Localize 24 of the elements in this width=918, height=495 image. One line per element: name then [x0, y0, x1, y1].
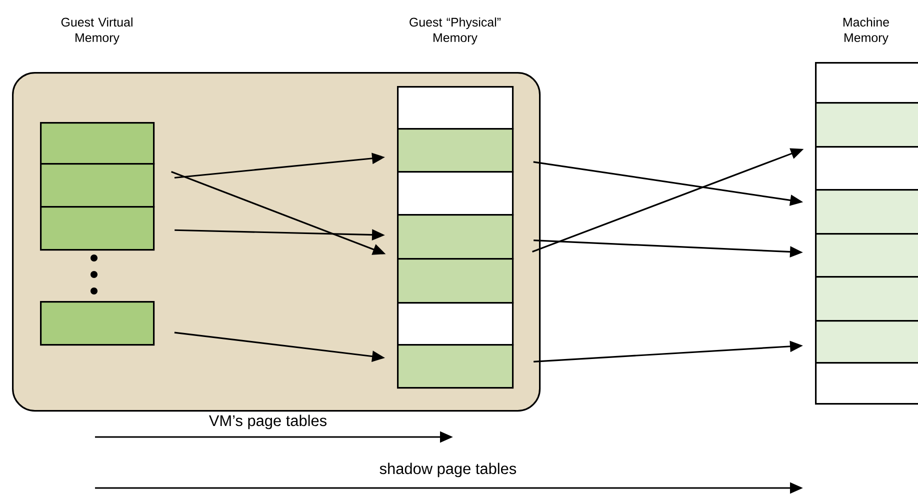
memory-page [397, 344, 514, 389]
memory-page [815, 62, 918, 104]
memory-page [397, 258, 514, 304]
memory-page [815, 276, 918, 322]
memory-page [397, 214, 514, 260]
memory-page [815, 146, 918, 191]
memory-page [815, 102, 918, 148]
heading: Machine Memory [843, 17, 889, 45]
memory-page [815, 189, 918, 235]
memory-page [397, 302, 514, 346]
memory-page [815, 320, 918, 364]
memory-page [397, 86, 514, 130]
arrow-label: shadow page tables [380, 462, 516, 478]
memory-page [397, 128, 514, 173]
heading: Guest “Physical” Memory [410, 17, 501, 45]
memory-page [815, 362, 918, 405]
memory-page [40, 206, 155, 251]
heading: Guest Virtual Memory [61, 17, 132, 45]
memory-page [397, 171, 514, 216]
memory-page [40, 301, 155, 346]
memory-page [40, 122, 155, 165]
memory-page [815, 233, 918, 278]
memory-page [40, 163, 155, 208]
arrow-label: VM’s page tables [208, 414, 326, 430]
